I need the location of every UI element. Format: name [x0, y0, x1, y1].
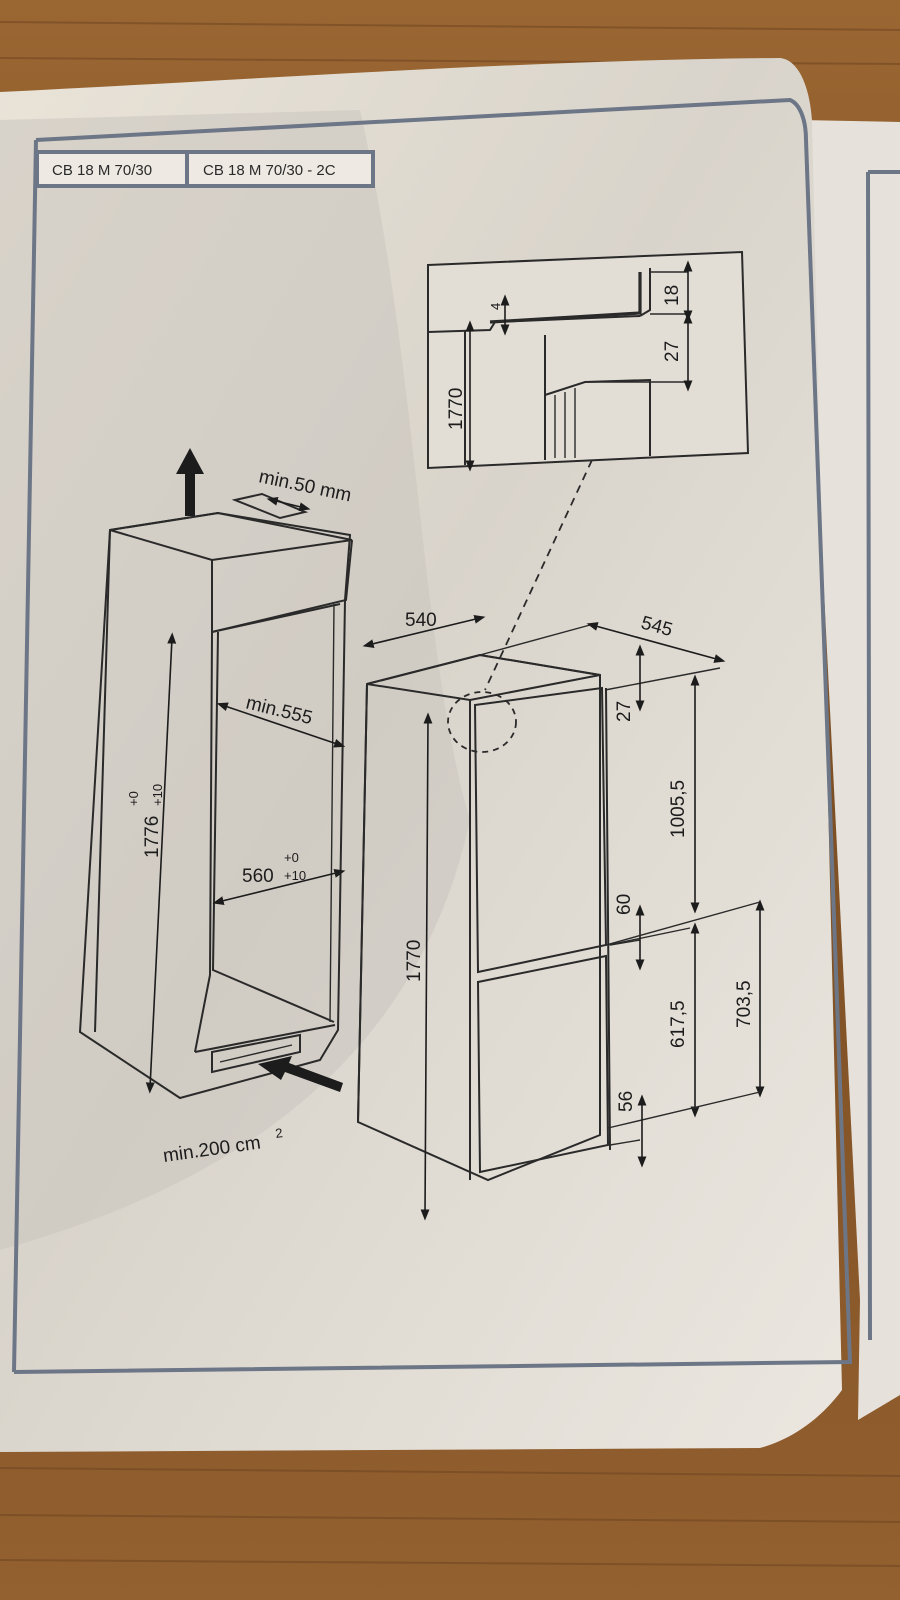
- detail-circle: [447, 691, 517, 753]
- door-gap-label: 60: [614, 894, 635, 915]
- lower-door-label: 617,5: [668, 1000, 689, 1048]
- shadow: [0, 110, 470, 1250]
- airflow-in-arrow: [258, 1056, 343, 1092]
- niche-drawing: [78, 448, 353, 1100]
- appliance-width-label: 540: [405, 610, 437, 631]
- detail-view: 4 18 27 1770: [427, 250, 750, 472]
- upper-door-label: 1005,5: [668, 780, 689, 838]
- detail-gap-label: 4: [488, 303, 503, 310]
- model-tabs: CB 18 M 70/30 CB 18 M 70/30 - 2C: [35, 150, 375, 188]
- tab-model-2-label: CB 18 M 70/30 - 2C: [203, 162, 336, 179]
- detail-height-label: 1770: [446, 388, 467, 430]
- tab-model-1-label: CB 18 M 70/30: [52, 162, 152, 179]
- niche-width-tol-minus: +10: [284, 868, 306, 883]
- top-gap-label: 27: [614, 701, 635, 722]
- bottom-gap-label: 56: [616, 1091, 637, 1112]
- niche-height-tol-minus: +10: [150, 784, 165, 806]
- detail-top-label: 18: [662, 285, 683, 306]
- appliance-drawing: [356, 624, 641, 1182]
- niche-width-label: 560: [242, 866, 274, 887]
- page-frame: [13, 97, 853, 1374]
- next-page: [800, 120, 900, 1420]
- lower-door-total-label: 703,5: [734, 980, 755, 1028]
- wood-grain: [0, 21, 900, 1567]
- niche-height-label: 1776: [142, 816, 163, 858]
- appliance-height-label: 1770: [404, 940, 425, 982]
- airflow-up-arrow: [176, 448, 204, 516]
- next-page-border: [866, 170, 900, 1341]
- niche-height-tol-plus: +0: [126, 791, 141, 806]
- detail-frame: [427, 250, 750, 470]
- page-frame-left: [12, 139, 38, 1373]
- vent-area-exponent: 2: [274, 1125, 283, 1141]
- niche-width-tol-plus: +0: [284, 850, 299, 865]
- tab-model-2[interactable]: [185, 150, 375, 188]
- detail-leader: [484, 459, 593, 691]
- detail-offset-label: 27: [662, 341, 683, 362]
